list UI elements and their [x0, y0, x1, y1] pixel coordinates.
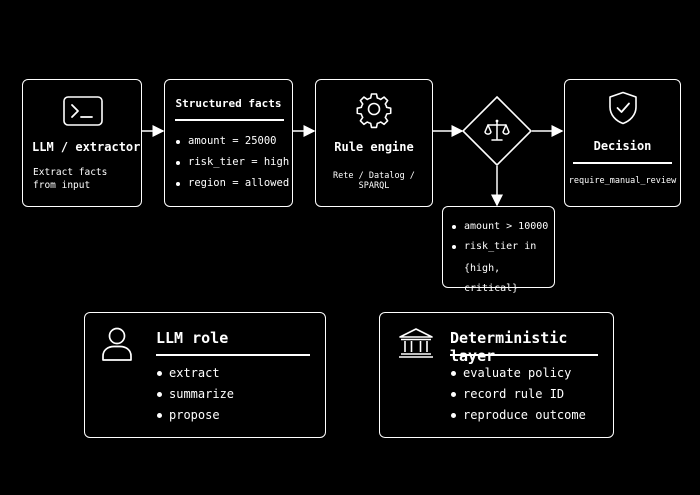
- deterministic-layer-title: Deterministic layer: [450, 329, 568, 365]
- institution-icon: [398, 327, 434, 359]
- deterministic-layer-item: evaluate policy: [450, 363, 586, 384]
- fact-item: amount = 25000: [175, 131, 289, 152]
- user-icon: [101, 326, 133, 362]
- decision-value: require_manual_review: [568, 176, 677, 186]
- deterministic-layer-item: reproduce outcome: [450, 405, 586, 426]
- llm-role-item: extract: [156, 363, 234, 384]
- structured-facts-box: Structured facts amount = 25000 risk_tie…: [164, 79, 293, 207]
- llm-role-item: propose: [156, 405, 234, 426]
- fact-item: risk_tier = high: [175, 152, 289, 173]
- scales-icon: [484, 118, 510, 144]
- llm-role-list: extract summarize propose: [156, 363, 234, 426]
- condition-rule-item: risk_tier in: [451, 237, 548, 257]
- terminal-icon: [63, 96, 103, 126]
- llm-extractor-subtitle-2: from input: [33, 180, 91, 191]
- gear-icon: [356, 92, 392, 129]
- deterministic-layer-panel: Deterministic layer evaluate policy reco…: [379, 312, 614, 438]
- llm-role-title: LLM role: [156, 329, 229, 347]
- decision-divider: [573, 162, 672, 164]
- deterministic-layer-item: record rule ID: [450, 384, 586, 405]
- rule-engine-title: Rule engine: [334, 140, 414, 154]
- condition-rules-box: amount > 10000 risk_tier in {high, criti…: [442, 206, 555, 294]
- deterministic-layer-divider: [450, 354, 598, 356]
- decision-box: Decision require_manual_review: [564, 79, 681, 207]
- llm-extractor-subtitle-1: Extract facts: [33, 167, 108, 178]
- structured-facts-divider: [175, 119, 284, 121]
- deterministic-layer-list: evaluate policy record rule ID reproduce…: [450, 363, 586, 426]
- rule-engine-subtitle: Rete / Datalog / SPARQL: [333, 171, 415, 191]
- structured-facts-title: Structured facts: [175, 97, 282, 110]
- decision-title: Decision: [593, 139, 652, 153]
- llm-role-panel: LLM role extract summarize propose: [84, 312, 326, 438]
- llm-role-divider: [156, 354, 310, 356]
- fact-item: region = allowed: [175, 173, 289, 194]
- llm-role-item: summarize: [156, 384, 234, 405]
- llm-extractor-box: LLM / extractor Extract facts from input: [22, 79, 142, 207]
- condition-rule-continuation: {high, critical}: [464, 263, 519, 294]
- llm-extractor-title: LLM / extractor: [32, 140, 141, 154]
- condition-diamond: [461, 95, 533, 167]
- condition-rules-list: amount > 10000 risk_tier in: [451, 217, 548, 257]
- shield-check-icon: [608, 91, 638, 125]
- structured-facts-list: amount = 25000 risk_tier = high region =…: [175, 131, 289, 194]
- condition-rule-item: amount > 10000: [451, 217, 548, 237]
- rule-engine-box: Rule engine Rete / Datalog / SPARQL: [315, 79, 433, 207]
